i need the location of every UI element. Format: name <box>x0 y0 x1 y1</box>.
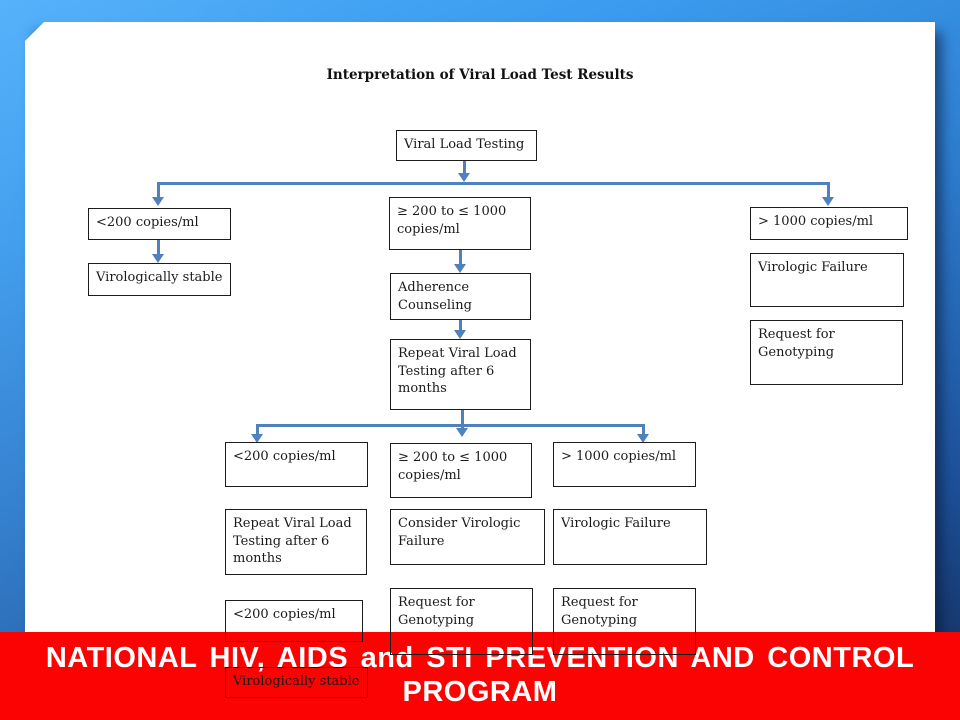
node-gt1000-first: > 1000 copies/ml <box>750 207 908 240</box>
node-request-genotyping-mid: Request for Genotyping <box>390 588 533 655</box>
banner-title-line1: NATIONAL HIV, AIDS and STI PREVENTION AN… <box>45 642 915 674</box>
arrowhead-down-left2 <box>251 434 263 443</box>
connector-mid2 <box>459 320 462 331</box>
node-lt200-third: <200 copies/ml <box>225 600 363 642</box>
connector-drop-left2 <box>256 424 259 435</box>
banner-title-line2: PROGRAM <box>402 676 558 708</box>
connector-mid3 <box>461 410 464 429</box>
connector-branch-line1 <box>157 182 830 185</box>
node-viral-load-testing: Viral Load Testing <box>396 130 537 161</box>
node-mid-200-1000-first: ≥ 200 to ≤ 1000 copies/ml <box>389 197 531 250</box>
arrowhead-down-center1 <box>458 173 470 182</box>
node-repeat-vl-second: Repeat Viral Load Testing after 6 months <box>225 509 367 575</box>
node-virologically-stable-last: Virologically stable <box>225 667 368 698</box>
content-panel <box>25 22 935 720</box>
node-lt200-second: <200 copies/ml <box>225 442 368 487</box>
node-virologic-failure-first: Virologic Failure <box>750 253 904 307</box>
arrowhead-down-right1 <box>822 197 834 206</box>
arrowhead-down-mid1 <box>454 264 466 273</box>
node-request-genotyping-right: Request for Genotyping <box>553 588 696 655</box>
arrowhead-down-left1 <box>152 197 164 206</box>
node-virologically-stable-first: Virologically stable <box>88 263 231 296</box>
node-lt200-first: <200 copies/ml <box>88 208 231 240</box>
arrowhead-down-right2 <box>637 434 649 443</box>
node-adherence-counseling: Adherence Counseling <box>390 273 531 320</box>
connector-drop-right2 <box>642 424 645 435</box>
connector-stem-vlt <box>463 161 466 174</box>
arrowhead-down-center2 <box>456 428 468 437</box>
slide-title: Interpretation of Viral Load Test Result… <box>326 67 634 83</box>
arrowhead-down-mid2 <box>454 330 466 339</box>
connector-drop-left1 <box>157 182 160 198</box>
node-gt1000-second: > 1000 copies/ml <box>553 442 696 487</box>
node-request-genotyping-first: Request for Genotyping <box>750 320 903 385</box>
connector-drop-right1 <box>827 182 830 198</box>
node-repeat-vl-first: Repeat Viral Load Testing after 6 months <box>390 339 531 410</box>
connector-branch-line2 <box>256 424 645 427</box>
node-mid-200-1000-second: ≥ 200 to ≤ 1000 copies/ml <box>390 443 532 498</box>
arrowhead-down-leftcol <box>152 254 164 263</box>
node-virologic-failure-second: Virologic Failure <box>553 509 707 565</box>
node-consider-virologic-failure: Consider Virologic Failure <box>390 509 545 565</box>
connector-mid1 <box>459 250 462 265</box>
connector-left-col <box>157 240 160 255</box>
bottom-banner: NATIONAL HIV, AIDS and STI PREVENTION AN… <box>0 632 960 720</box>
